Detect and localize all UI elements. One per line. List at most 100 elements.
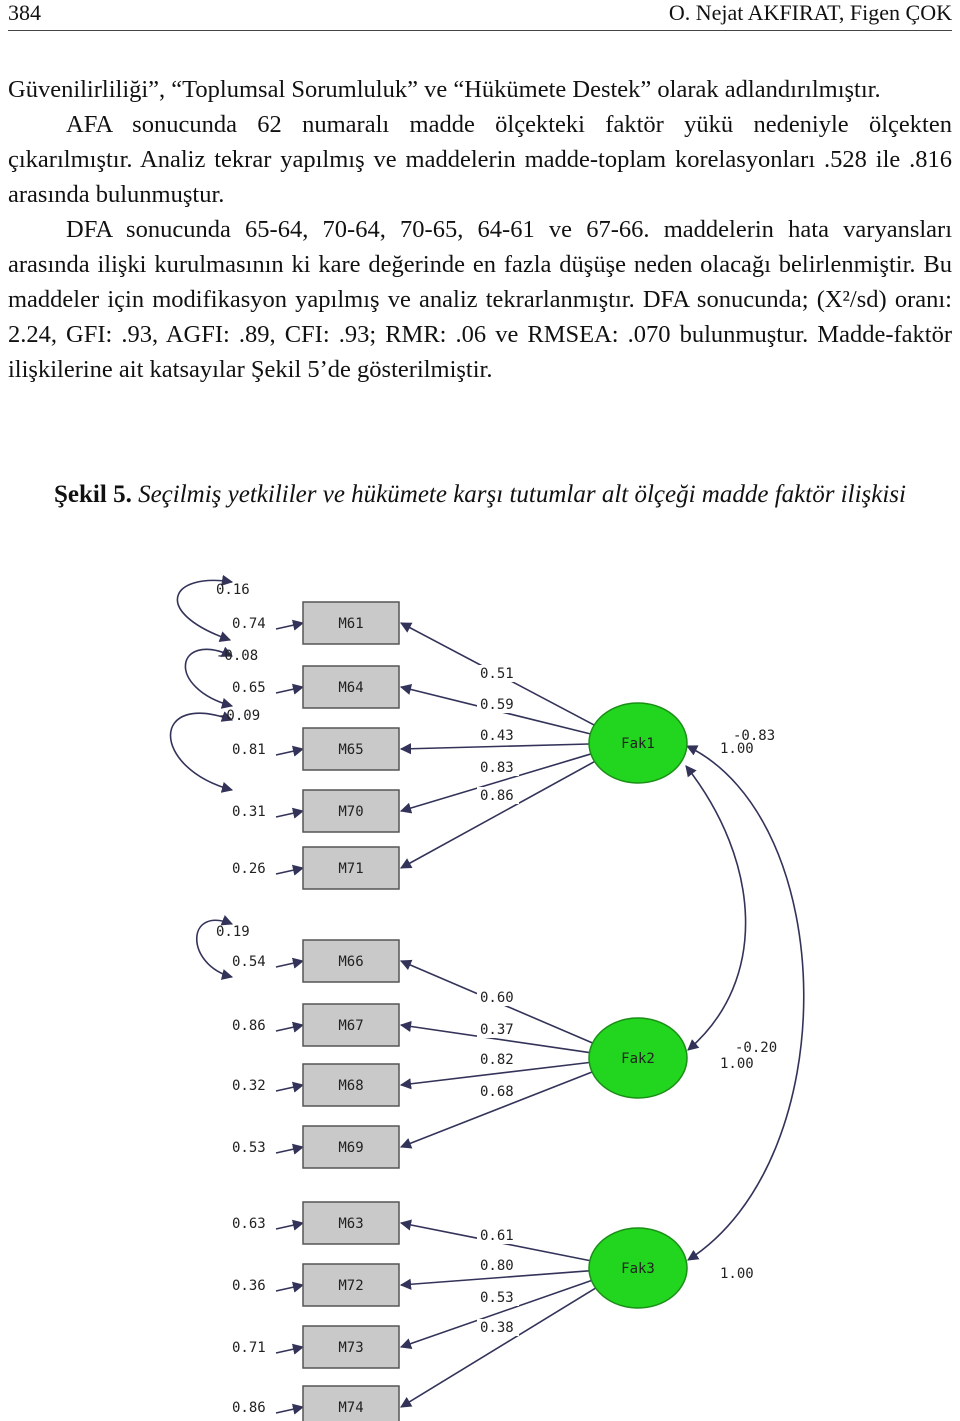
factor-covariance-arc-1-3: [685, 745, 805, 1261]
item-box: [302, 1063, 400, 1107]
factor-label: Fak1: [621, 736, 655, 752]
error-arrow: [275, 1281, 305, 1293]
error-variance-label: 0.86: [232, 1400, 266, 1416]
error-arrow: [275, 957, 305, 969]
item-box: [302, 1325, 400, 1369]
error-arrow: [275, 807, 305, 819]
loading-label-bg: [477, 665, 519, 682]
loading-label: 0.82: [480, 1052, 514, 1068]
error-arrow: [275, 619, 305, 631]
error-variance-label: 0.86: [232, 1018, 266, 1034]
error-variance-label: 0.26: [232, 861, 266, 877]
item-label: M67: [338, 1018, 363, 1034]
item-label: M72: [338, 1278, 363, 1294]
item-label: M73: [338, 1340, 363, 1356]
loading-label-bg: [477, 696, 519, 713]
item-box: [302, 846, 400, 890]
paragraph-3: DFA sonucunda 65-64, 70-64, 70-65, 64-61…: [8, 216, 952, 383]
factor-variance-label: 1.00: [720, 1266, 754, 1282]
loading-arrow: [399, 1020, 590, 1054]
loading-label: 0.61: [480, 1228, 514, 1244]
body-text: Güvenilirliliği”, “Toplumsal Sorumluluk”…: [8, 72, 952, 387]
error-arrow: [275, 745, 305, 757]
factor-covariance-label-1-3: -0.83: [733, 728, 775, 744]
error-covariance-arc: [184, 646, 234, 709]
item-box: [302, 727, 400, 771]
figure-label: Şekil 5.: [54, 481, 132, 508]
loading-label: 0.86: [480, 788, 514, 804]
item-box: [302, 1263, 400, 1307]
error-covariance-label: 0.16: [216, 582, 250, 598]
error-arrow: [275, 1021, 305, 1033]
item-label: M71: [338, 861, 363, 877]
loading-label-bg: [477, 1083, 519, 1100]
loading-label-bg: [477, 1051, 519, 1068]
error-covariance-arc: [196, 915, 234, 980]
error-variance-label: 0.65: [232, 680, 266, 696]
loading-arrow: [400, 760, 595, 869]
error-covariance-arc: [176, 574, 234, 642]
factor-label: Fak3: [621, 1261, 655, 1277]
error-arrow: [275, 683, 305, 695]
loading-arrow: [399, 1279, 592, 1349]
loading-label-bg: [477, 759, 519, 776]
item-box: [302, 789, 400, 833]
error-variance-label: 0.32: [232, 1078, 266, 1094]
loading-label: 0.59: [480, 697, 514, 713]
error-arrow: [275, 1219, 305, 1231]
item-label: M65: [338, 742, 363, 758]
loading-label: 0.43: [480, 728, 514, 744]
item-label: M68: [338, 1078, 363, 1094]
loading-arrow: [400, 1287, 597, 1408]
error-covariance-arc: [169, 711, 234, 793]
error-covariance-label: 0.19: [216, 924, 250, 940]
item-box: [302, 1125, 400, 1169]
figure-caption: Şekil 5. Seçilmiş yetkililer ve hükümete…: [0, 477, 960, 513]
loading-label: 0.38: [480, 1320, 514, 1336]
figure-title: Seçilmiş yetkililer ve hükümete karşı tu…: [138, 481, 906, 508]
loading-arrow: [399, 1071, 593, 1149]
error-variance-label: 0.71: [232, 1340, 266, 1356]
error-covariance-label: -0.09: [218, 708, 260, 724]
paragraph-2: AFA sonucunda 62 numaralı madde ölçektek…: [8, 111, 952, 208]
page-number: 384: [8, 0, 41, 25]
error-variance-label: 0.31: [232, 804, 266, 820]
item-box: [302, 665, 400, 709]
loading-label-bg: [477, 727, 519, 744]
item-label: M69: [338, 1140, 363, 1156]
error-variance-label: 0.63: [232, 1216, 266, 1232]
item-label: M61: [338, 616, 363, 632]
factor-covariance-label-1-2: -0.20: [735, 1040, 777, 1056]
error-variance-label: 0.54: [232, 954, 266, 970]
loading-label-bg: [477, 1319, 519, 1336]
factor-ellipse: [588, 702, 688, 784]
item-box: [302, 601, 400, 645]
loading-label: 0.83: [480, 760, 514, 776]
loading-label-bg: [477, 1289, 519, 1306]
item-box: [302, 939, 400, 983]
loading-label: 0.37: [480, 1022, 514, 1038]
error-arrow: [275, 1081, 305, 1093]
loading-arrow: [399, 1270, 590, 1290]
factor-covariance-arc-1-2: [685, 765, 747, 1051]
item-label: M74: [338, 1400, 363, 1416]
running-title: O. Nejat AKFIRAT, Figen ÇOK: [668, 0, 952, 25]
loading-label-bg: [477, 1257, 519, 1274]
error-arrow: [275, 1143, 305, 1155]
factor-label: Fak2: [621, 1051, 655, 1067]
loading-label: 0.68: [480, 1084, 514, 1100]
item-box: [302, 1201, 400, 1245]
factor-ellipse: [588, 1227, 688, 1309]
error-arrow: [275, 864, 305, 876]
loading-label: 0.53: [480, 1290, 514, 1306]
path-diagram: M610.740.51M640.650.59M650.810.43M700.31…: [169, 574, 805, 1421]
loading-label-bg: [477, 989, 519, 1006]
loading-arrow: [399, 743, 590, 755]
item-label: M64: [338, 680, 363, 696]
loading-arrow: [399, 1061, 590, 1090]
page-header: 384 O. Nejat AKFIRAT, Figen ÇOK: [8, 0, 952, 31]
error-arrow: [275, 1343, 305, 1355]
loading-label-bg: [477, 787, 519, 804]
loading-label-bg: [477, 1021, 519, 1038]
factor-variance-label: 1.00: [720, 1056, 754, 1072]
